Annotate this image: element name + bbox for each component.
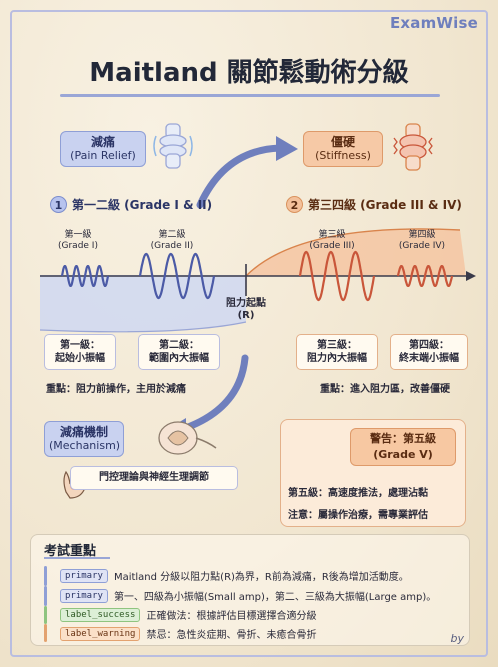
page-title: Maitland 關節鬆動術分級 — [89, 58, 409, 88]
grade3-zh: 第三級 — [318, 230, 346, 240]
grade2-desc-b: 範圍內大振幅 — [149, 353, 209, 364]
exam-title: 考試重點 — [44, 544, 97, 559]
warning-title-zh: 警告：第五級 — [370, 432, 436, 445]
exam-bullet — [44, 586, 47, 606]
exam-row: primary Maitland 分級以阻力點(R)為界，R前為減痛，R後為增加… — [60, 568, 409, 583]
r-point-en: (R) — [237, 310, 255, 321]
warning-line1: 第五級：高速度推法，處理沾黏 — [288, 488, 428, 499]
mechanism-en: (Mechanism) — [49, 439, 121, 452]
exam-row: label_warning 禁忌：急性炎症期、骨折、未癒合骨折 — [60, 626, 316, 641]
stiffness-zh: 僵硬 — [330, 135, 355, 149]
warning-title-en: (Grade V) — [373, 448, 433, 461]
arrow-to-mechanism — [176, 354, 249, 434]
exam-row-badge: primary — [60, 568, 108, 583]
grade2-label: 第二級 (Grade II) — [137, 230, 207, 252]
warning-title: 警告：第五級 (Grade V) — [350, 428, 456, 466]
exam-row-text: 正確做法：根據評估目標選擇合適分級 — [146, 611, 317, 622]
grade1-wave — [60, 265, 110, 287]
healthy-joint-icon — [153, 123, 193, 169]
exam-bullet — [44, 606, 47, 624]
spinal-cord-icon — [158, 421, 217, 455]
exam-bullet — [44, 566, 47, 586]
grade2-zh: 第二級 — [158, 230, 186, 240]
r-point-zh: 阻力起點 — [226, 298, 266, 309]
grade4-zh: 第四級 — [408, 230, 436, 240]
stiffness-en: (Stiffness) — [315, 149, 371, 162]
mechanism-tag: 減痛機制 (Mechanism) — [44, 421, 124, 457]
signature: by — [450, 632, 465, 645]
warning-line2: 注意：屬操作治療，需專業評估 — [288, 510, 428, 521]
grade3-desc-a: 第三級： — [317, 340, 357, 351]
pain-relief-tag: 減痛 (Pain Relief) — [60, 131, 146, 167]
exam-row-text: 第一、四級為小振幅(Small amp)，第二、三級為大振幅(Large amp… — [113, 592, 437, 603]
group1-header: 1 第一二級 (Grade I & II) — [50, 196, 212, 213]
pain-relief-zh: 減痛 — [90, 135, 115, 149]
grade1-desc-a: 第一級： — [60, 340, 100, 351]
exam-row: label_success 正確做法：根據評估目標選擇合適分級 — [60, 607, 316, 622]
grade1-label: 第一級 (Grade I) — [43, 230, 113, 252]
exam-row-badge: primary — [60, 588, 108, 603]
grade1-zh: 第一級 — [64, 230, 92, 240]
group1-label: 第一二級 (Grade I & II) — [72, 198, 213, 212]
group2-num: 2 — [286, 196, 303, 213]
group2-label: 第三四級 (Grade III & IV) — [308, 198, 462, 212]
mechanism-zh: 減痛機制 — [59, 425, 108, 439]
exam-row-text: 禁忌：急性炎症期、骨折、未癒合骨折 — [146, 630, 317, 641]
note-right: 重點：進入阻力區，改善僵硬 — [320, 384, 450, 395]
grade4-label: 第四級 (Grade IV) — [387, 230, 457, 252]
exam-row-badge: label_warning — [60, 626, 141, 641]
grade4-wave — [396, 265, 454, 287]
exam-bullet — [44, 624, 47, 642]
grade3-en: (Grade III) — [309, 241, 355, 251]
brand-logo: ExamWise — [389, 14, 478, 32]
group1-num: 1 — [50, 196, 67, 213]
grade3-desc-b: 阻力內大振幅 — [307, 353, 367, 364]
grade1-desc: 第一級： 起始小振幅 — [44, 334, 116, 370]
grade3-desc: 第三級： 阻力內大振幅 — [296, 334, 378, 370]
grade2-desc: 第二級： 範圍內大振幅 — [138, 334, 220, 370]
grade2-en: (Grade II) — [150, 241, 194, 251]
exam-row: primary 第一、四級為小振幅(Small amp)，第二、三級為大振幅(L… — [60, 588, 436, 603]
grade3-wave — [298, 250, 376, 302]
exam-title-underline — [44, 557, 110, 559]
grade1-en: (Grade I) — [58, 241, 98, 251]
grade3-label: 第三級 (Grade III) — [297, 230, 367, 252]
arrow-to-stiffness — [196, 144, 284, 209]
r-point-label: 阻力起點 (R) — [221, 298, 271, 322]
grade1-desc-b: 起始小振幅 — [55, 353, 105, 364]
grade2-desc-a: 第二級： — [159, 340, 199, 351]
pain-relief-region — [40, 275, 246, 332]
grade2-wave — [138, 252, 216, 300]
grade4-desc: 第四級： 終末端小振幅 — [390, 334, 468, 370]
page-frame — [10, 10, 488, 657]
group2-header: 2 第三四級 (Grade III & IV) — [286, 196, 462, 213]
note-left: 重點：阻力前操作，主用於減痛 — [46, 384, 186, 395]
stiffness-tag: 僵硬 (Stiffness) — [303, 131, 383, 167]
mechanism-detail: 門控理論與神經生理調節 — [70, 466, 238, 490]
title-underline — [60, 94, 440, 97]
exam-row-badge: label_success — [60, 607, 141, 622]
grade4-desc-a: 第四級： — [409, 340, 449, 351]
grade4-en: (Grade IV) — [398, 241, 446, 251]
grade4-desc-b: 終末端小振幅 — [399, 353, 459, 364]
exam-row-text: Maitland 分級以阻力點(R)為界，R前為減痛，R後為增加活動度。 — [113, 572, 409, 583]
stiff-joint-icon — [393, 123, 433, 171]
pain-relief-en: (Pain Relief) — [70, 149, 136, 162]
